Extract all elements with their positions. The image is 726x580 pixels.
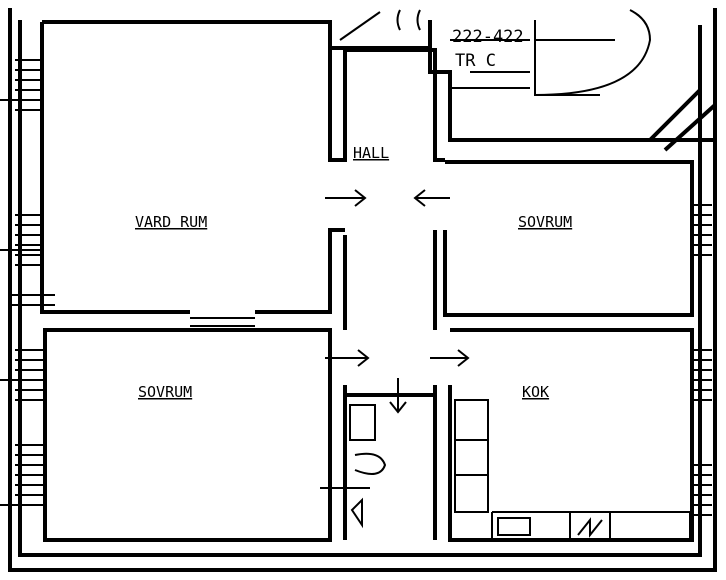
door-arrows (0, 99, 470, 506)
fixtures (349, 399, 691, 540)
walls (8, 8, 717, 572)
room-label-bedroom-right: SOVRUM (518, 213, 572, 231)
room-label-wardrobe: VARD RUM (135, 213, 207, 231)
room-label-kitchen: KOK (522, 383, 549, 401)
room-label-hall: HALL (353, 144, 389, 162)
stair-name: TR C (455, 51, 496, 71)
windows (8, 59, 712, 516)
room-label-bedroom-left: SOVRUM (138, 383, 192, 401)
stair-code: 222-422 (452, 27, 524, 47)
